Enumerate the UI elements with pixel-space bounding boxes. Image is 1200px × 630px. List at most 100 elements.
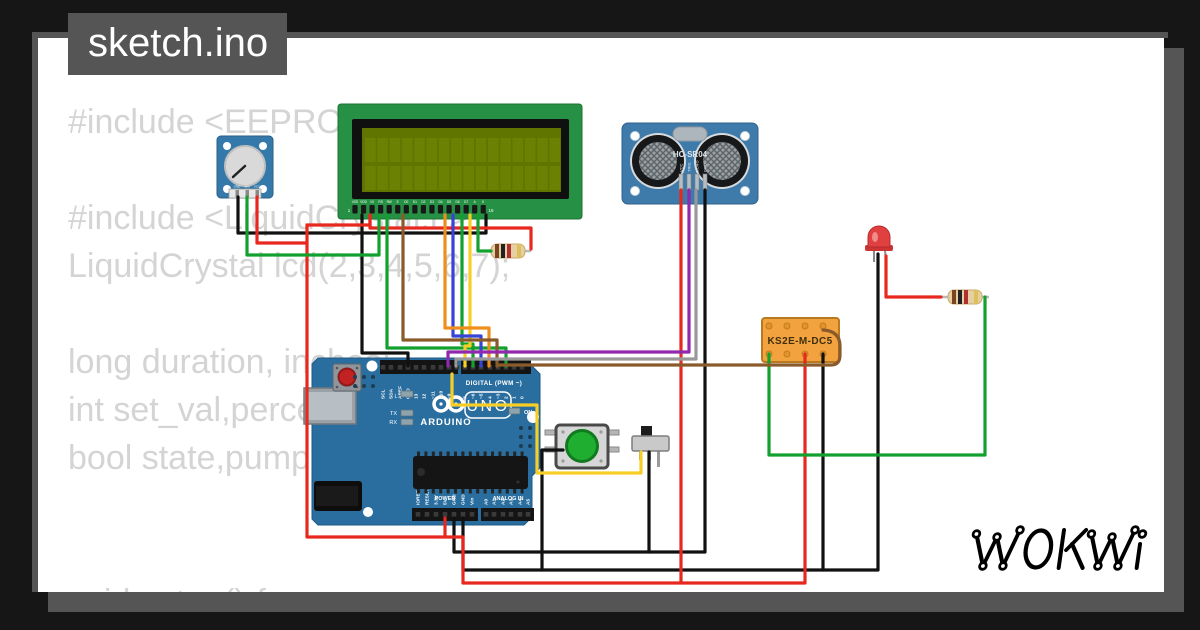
wire-d7-pin7[interactable] xyxy=(463,213,472,368)
lcd-pin[interactable] xyxy=(429,205,435,214)
header-pin[interactable] xyxy=(511,365,517,370)
wire-pot-sig-v0[interactable] xyxy=(245,195,381,257)
analog-header[interactable] xyxy=(481,508,534,521)
lcd-pin[interactable] xyxy=(437,205,444,214)
wire-d4-pin4[interactable] xyxy=(443,213,491,368)
header-pin-label: GND xyxy=(452,494,458,505)
icsp-pin[interactable] xyxy=(353,384,357,388)
relay-pin-hole[interactable] xyxy=(783,322,791,330)
header-pin[interactable] xyxy=(454,365,460,370)
lcd-pin[interactable] xyxy=(480,205,486,214)
sketch-tab[interactable]: sketch.ino xyxy=(68,13,287,75)
wire-rs-pin2[interactable] xyxy=(385,213,508,368)
lcd-pin[interactable] xyxy=(472,205,478,214)
wire-lcd-a-resistor[interactable] xyxy=(476,213,493,253)
digital-header-left[interactable] xyxy=(380,360,458,374)
lcd-pin[interactable] xyxy=(463,205,469,214)
lcd-pin[interactable] xyxy=(369,205,375,214)
lcd-pin[interactable] xyxy=(395,205,401,214)
sonar-pin[interactable] xyxy=(678,173,684,191)
header-pin[interactable] xyxy=(430,365,436,370)
sonar-pin[interactable] xyxy=(686,173,692,191)
header-pin[interactable] xyxy=(424,512,430,517)
icsp-pin[interactable] xyxy=(371,375,375,379)
relay-pin-hole[interactable] xyxy=(801,322,809,330)
header-pin[interactable] xyxy=(442,512,448,517)
pushbutton-green[interactable] xyxy=(544,423,620,470)
lcd-pin[interactable] xyxy=(446,205,452,214)
wire-pot-vcc[interactable] xyxy=(255,195,309,245)
sonar-pin[interactable] xyxy=(694,173,700,191)
icsp-pin[interactable] xyxy=(371,384,375,388)
header-pin[interactable] xyxy=(483,512,489,517)
header-pin[interactable] xyxy=(519,365,525,370)
wire-gnd-bus-sonar[interactable] xyxy=(452,188,707,554)
header-pin[interactable] xyxy=(525,512,531,517)
arduino-uno[interactable]: SCLSDAAREFGND1312~11~10~987~6~54~3210IOR… xyxy=(303,357,541,526)
header-pin[interactable] xyxy=(415,512,421,517)
lcd-char-cell xyxy=(426,166,438,190)
wire-led-anode[interactable] xyxy=(884,254,943,299)
header-pin[interactable] xyxy=(500,512,506,517)
wire-button-switch[interactable] xyxy=(450,372,643,475)
header-pin[interactable] xyxy=(491,512,497,517)
wire-d6-pin6[interactable] xyxy=(460,213,475,368)
lcd-pin[interactable] xyxy=(378,205,384,214)
header-pin[interactable] xyxy=(433,512,439,517)
wire-relay-resistor2[interactable] xyxy=(767,295,987,457)
led-red[interactable] xyxy=(865,225,893,263)
wire-e-pin3[interactable] xyxy=(401,213,499,368)
header-pin[interactable] xyxy=(397,365,403,370)
lcd-pin[interactable] xyxy=(352,205,358,214)
icsp-pin[interactable] xyxy=(353,375,357,379)
lcd-pin[interactable] xyxy=(455,205,461,214)
icsp-pin[interactable] xyxy=(519,426,523,430)
lcd-pin[interactable] xyxy=(420,205,426,214)
icsp-pin[interactable] xyxy=(528,444,532,448)
header-pin[interactable] xyxy=(388,365,394,370)
header-pin[interactable] xyxy=(446,365,452,370)
relay-pin-hole[interactable] xyxy=(819,322,827,330)
icsp-pin[interactable] xyxy=(528,435,532,439)
header-pin[interactable] xyxy=(517,512,523,517)
relay-pin-hole[interactable] xyxy=(783,350,791,358)
icsp-pin[interactable] xyxy=(362,375,366,379)
wire-echo-pin8[interactable] xyxy=(454,188,698,368)
header-pin[interactable] xyxy=(460,512,466,517)
wire-5v-main[interactable] xyxy=(305,223,807,585)
lcd-pin[interactable] xyxy=(412,205,418,214)
header-pin[interactable] xyxy=(438,365,444,370)
header-pin[interactable] xyxy=(451,512,457,517)
header-pin[interactable] xyxy=(469,512,475,517)
icsp-pin[interactable] xyxy=(362,384,366,388)
lcd-pin[interactable] xyxy=(360,205,367,214)
header-pin[interactable] xyxy=(508,512,514,517)
resistor-led[interactable] xyxy=(941,289,989,305)
lcd-pin-label: D2 xyxy=(421,200,425,204)
icsp-pin[interactable] xyxy=(528,426,532,430)
lcd-pin[interactable] xyxy=(386,205,392,214)
pushbutton-cap[interactable] xyxy=(565,429,599,463)
wire-button-gnd[interactable] xyxy=(540,448,565,572)
lcd-char-cell xyxy=(488,166,499,190)
wire-gnd-to-arduino[interactable] xyxy=(360,231,410,368)
header-pin-label: ~10 xyxy=(439,391,445,399)
wire-vdd-resistor[interactable] xyxy=(368,214,533,251)
header-pin[interactable] xyxy=(380,365,386,370)
header-pin[interactable] xyxy=(413,365,419,370)
wire-trig-pin9[interactable] xyxy=(446,188,691,368)
relay-ks2e[interactable]: KS2E-M-DC5 xyxy=(761,317,840,363)
switch-knob[interactable] xyxy=(641,426,652,438)
header-pin[interactable] xyxy=(487,365,493,370)
header-pin[interactable] xyxy=(421,365,427,370)
relay-pin-hole[interactable] xyxy=(765,322,773,330)
lcd-pin[interactable] xyxy=(403,205,409,214)
header-pin[interactable] xyxy=(495,365,501,370)
icsp-pin[interactable] xyxy=(519,444,523,448)
icsp-pin[interactable] xyxy=(519,435,523,439)
sonar-pin[interactable] xyxy=(702,173,708,191)
wire-relay-coil[interactable] xyxy=(497,328,842,367)
